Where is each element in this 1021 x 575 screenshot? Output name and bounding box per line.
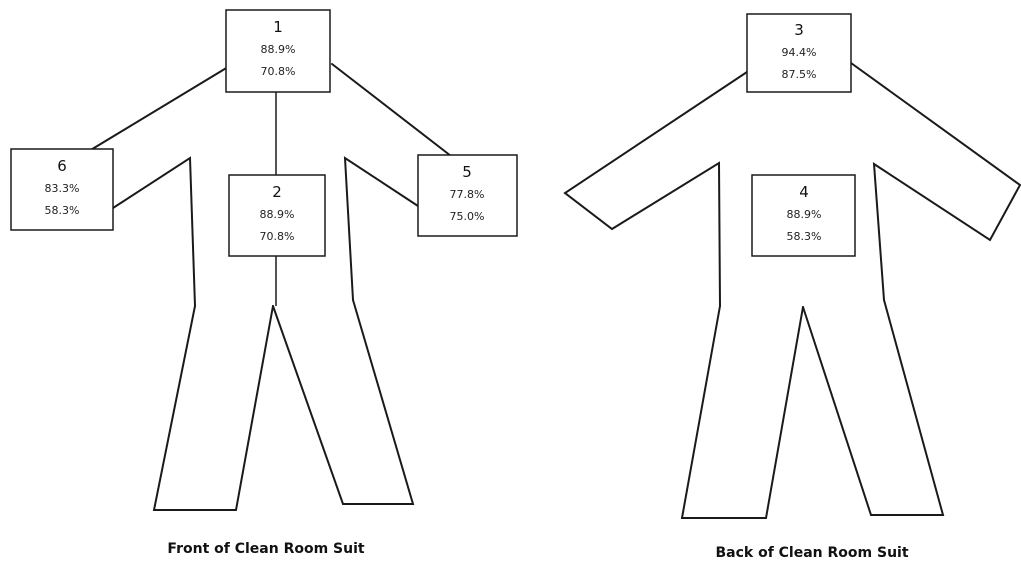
zone-6-callout: 6 83.3% 58.3% <box>10 148 114 231</box>
back-left-arm-line <box>563 71 748 307</box>
zone-4-box <box>751 174 856 257</box>
zone-2-value-a: 88.9% <box>260 208 295 221</box>
zone-6-value-a: 83.3% <box>45 182 80 195</box>
front-right-shoulder-line <box>331 63 452 157</box>
zone-2-number: 2 <box>272 183 282 201</box>
front-caption: Front of Clean Room Suit <box>167 541 364 557</box>
front-right-leg-line <box>272 299 415 505</box>
zone-1-number: 1 <box>273 18 283 36</box>
back-caption: Back of Clean Room Suit <box>715 545 908 561</box>
zone-4-callout: 4 88.9% 58.3% <box>751 174 856 257</box>
zone-3-value-b: 87.5% <box>782 68 817 81</box>
zone-5-box <box>417 154 518 237</box>
back-right-arm-line <box>850 62 1021 301</box>
zone-3-number: 3 <box>794 21 804 39</box>
zone-4-number: 4 <box>799 183 809 201</box>
zone-4-value-a: 88.9% <box>787 208 822 221</box>
zone-4-value-b: 58.3% <box>787 230 822 243</box>
front-right-underarm-line <box>343 156 419 301</box>
back-right-leg-line <box>802 299 945 516</box>
zone-2-callout: 2 88.9% 70.8% <box>228 174 326 257</box>
front-suit: 1 88.9% 70.8% 2 88.9% 70.8% 6 83.3% 58.3… <box>10 9 518 557</box>
zone-2-value-b: 70.8% <box>260 230 295 243</box>
zone-3-box <box>746 13 852 93</box>
zone-3-callout: 3 94.4% 87.5% <box>746 13 852 93</box>
zone-2-box <box>228 174 326 257</box>
front-left-shoulder-line <box>88 66 229 152</box>
front-left-leg-line <box>152 305 274 511</box>
zone-6-value-b: 58.3% <box>45 204 80 217</box>
zone-1-box <box>225 9 331 93</box>
back-left-leg-line <box>680 305 804 519</box>
zone-1-value-a: 88.9% <box>261 43 296 56</box>
zone-3-value-a: 94.4% <box>782 46 817 59</box>
back-suit: 3 94.4% 87.5% 4 88.9% 58.3% Back of Clea… <box>563 13 1021 561</box>
zone-5-value-b: 75.0% <box>450 210 485 223</box>
zone-1-callout: 1 88.9% 70.8% <box>225 9 331 93</box>
zone-6-box <box>10 148 114 231</box>
zone-1-value-b: 70.8% <box>261 65 296 78</box>
zone-6-number: 6 <box>57 157 67 175</box>
zone-5-callout: 5 77.8% 75.0% <box>417 154 518 237</box>
front-left-underarm-line <box>112 156 196 307</box>
zone-5-value-a: 77.8% <box>450 188 485 201</box>
zone-5-number: 5 <box>462 163 472 181</box>
